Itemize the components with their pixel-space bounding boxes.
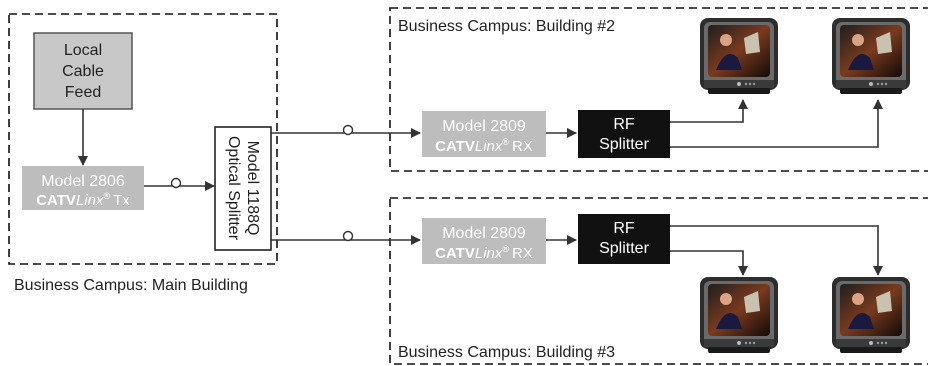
rx-bottom-brand-label: CATVLinx®RX bbox=[435, 244, 533, 262]
rx-bottom-model-box bbox=[422, 218, 546, 264]
feed-line-2: Cable bbox=[62, 63, 104, 80]
television-icon bbox=[832, 277, 910, 353]
rf-top-to-tv-1-connector bbox=[670, 99, 748, 123]
rf-bottom-line-2: Splitter bbox=[599, 240, 649, 257]
fiber-loop-icon bbox=[342, 124, 354, 136]
rf-top-line-2: Splitter bbox=[599, 136, 649, 153]
tx-brand-bold: CATV bbox=[36, 192, 76, 209]
local-cable-feed-box bbox=[33, 32, 133, 110]
television-icon bbox=[700, 277, 778, 353]
fiber-loop-icon bbox=[170, 177, 182, 189]
main-building-region bbox=[8, 13, 278, 265]
rx-top-brand-label: CATVLinx®RX bbox=[435, 137, 533, 155]
rx-bottom-model-label: Model 2809 bbox=[442, 225, 526, 242]
splitter-type-label: Optical Splitter bbox=[225, 136, 242, 241]
tx-suffix: Tx bbox=[113, 192, 130, 209]
building-3-region bbox=[389, 197, 928, 365]
building-2-label: Business Campus: Building #2 bbox=[398, 18, 615, 35]
rf-splitter-bottom-box bbox=[578, 214, 670, 264]
main-building-label: Business Campus: Main Building bbox=[14, 277, 248, 294]
building-3-label: Business Campus: Building #3 bbox=[398, 344, 615, 361]
rf-bottom-to-tv-1-connector bbox=[670, 250, 748, 276]
feed-line-1: Local bbox=[64, 42, 102, 59]
tx-model-label: Model 2806 bbox=[41, 173, 125, 190]
television-icon bbox=[832, 18, 910, 94]
tx-reg-mark: ® bbox=[103, 191, 110, 201]
tx-brand-italic: Linx bbox=[76, 192, 104, 209]
rf-bottom-to-tv-2-connector bbox=[670, 225, 883, 276]
rf-bottom-line-1: RF bbox=[613, 220, 635, 237]
rf-splitter-top-box bbox=[578, 110, 670, 158]
splitter-model-label: Model 1188Q bbox=[244, 141, 261, 236]
tx-brand-label: CATVLinx®Tx bbox=[36, 191, 130, 209]
fiber-loop-icon bbox=[342, 230, 354, 242]
feed-line-3: Feed bbox=[65, 84, 101, 101]
rf-top-to-tv-2-connector bbox=[670, 99, 883, 148]
building-2-region bbox=[389, 7, 928, 172]
optical-splitter-box bbox=[214, 126, 272, 251]
rx-top-model-label: Model 2809 bbox=[442, 118, 526, 135]
tx-model-box bbox=[22, 166, 144, 210]
rx-top-model-box bbox=[422, 111, 546, 157]
television-icon bbox=[700, 18, 778, 94]
rf-top-line-1: RF bbox=[613, 116, 635, 133]
